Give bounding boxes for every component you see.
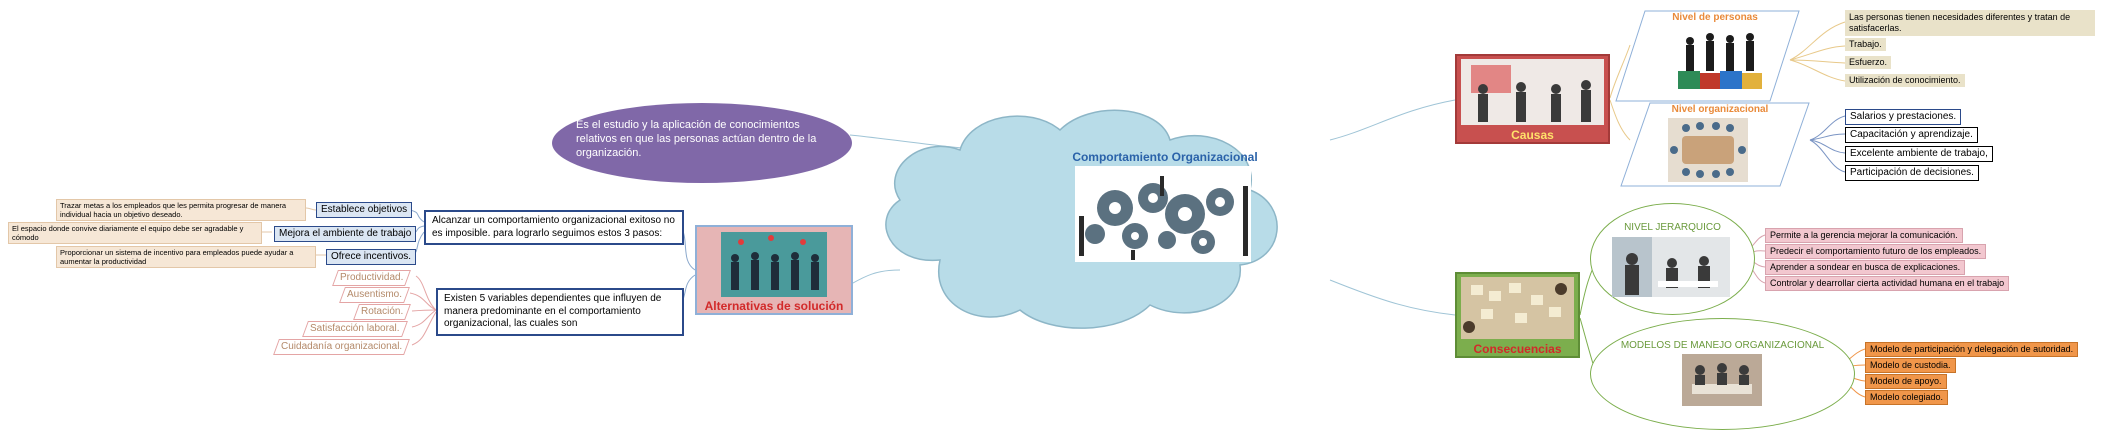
- org-item-1[interactable]: Salarios y prestaciones.: [1845, 109, 1962, 125]
- pasos-box[interactable]: Alcanzar un comportamiento organizaciona…: [424, 210, 684, 245]
- variable-ciudadania[interactable]: Cuidadanía organizacional.: [273, 339, 411, 355]
- modelos-item-4[interactable]: Modelo colegiado.: [1865, 390, 1949, 405]
- paso-note-incentivos: Proporcionar un sistema de incentivo par…: [56, 246, 316, 268]
- meeting-table-photo: [1668, 118, 1748, 182]
- paso-note-ambiente: El espacio donde convive diariamente el …: [8, 222, 262, 244]
- paso-establece-objetivos[interactable]: Establece objetivos: [316, 202, 413, 218]
- definition-text: Es el estudio y la aplicación de conocim…: [576, 119, 817, 159]
- jerarquico-item-4[interactable]: Controlar y dearrollar cierta actividad …: [1765, 276, 2010, 291]
- consecuencias-node[interactable]: Consecuencias: [1455, 272, 1580, 358]
- org-item-4[interactable]: Participación de decisiones.: [1845, 165, 1979, 181]
- causas-label: Causas: [1511, 128, 1554, 142]
- modelos-item-2[interactable]: Modelo de custodia.: [1865, 358, 1956, 373]
- nivel-personas-label[interactable]: Nivel de personas: [1672, 12, 1758, 23]
- causas-node[interactable]: Causas: [1455, 54, 1610, 144]
- puzzle-people-photo: [1670, 27, 1770, 95]
- jerarquico-item-2[interactable]: Predecir el comportamiento futuro de los…: [1765, 244, 1987, 259]
- variables-box[interactable]: Existen 5 variables dependientes que inf…: [436, 288, 684, 336]
- office-meeting-photo: [1612, 237, 1730, 297]
- definition-ellipse[interactable]: [552, 103, 852, 183]
- personas-item-4[interactable]: Utilización de conocimiento.: [1845, 74, 1965, 87]
- consecuencias-label: Consecuencias: [1473, 342, 1562, 356]
- variable-satisfaccion[interactable]: Satisfacción laboral.: [302, 321, 408, 337]
- variable-rotacion-text: Rotación.: [361, 306, 404, 317]
- jerarquico-item-1[interactable]: Permite a la gerencia mejorar la comunic…: [1765, 228, 1963, 243]
- personas-item-1[interactable]: Las personas tienen necesidades diferent…: [1845, 10, 2095, 36]
- presentation-photo: [1461, 59, 1604, 125]
- paso-note-objetivos: Trazar metas a los empleados que les per…: [56, 199, 306, 221]
- paso-ofrece-incentivos[interactable]: Ofrece incentivos.: [326, 249, 417, 265]
- variable-satisfaccion-text: Satisfacción laboral.: [310, 323, 400, 334]
- variable-productividad[interactable]: Productividad.: [332, 270, 412, 286]
- variable-ausentismo-text: Ausentismo.: [347, 289, 403, 300]
- gears-teamwork-photo: [1075, 166, 1251, 262]
- team-meeting-photo: [1682, 354, 1762, 406]
- paso-mejora-ambiente[interactable]: Mejora el ambiente de trabajo: [274, 226, 417, 242]
- variable-rotacion[interactable]: Rotación.: [353, 304, 412, 320]
- alternativas-node[interactable]: Alternativas de solución: [695, 225, 853, 315]
- variable-productividad-text: Productividad.: [340, 272, 404, 283]
- variable-ausentismo[interactable]: Ausentismo.: [339, 287, 410, 303]
- org-item-2[interactable]: Capacitación y aprendizaje.: [1845, 127, 1978, 143]
- variable-ciudadania-text: Cuidadanía organizacional.: [281, 341, 403, 352]
- personas-item-3[interactable]: Esfuerzo.: [1845, 56, 1892, 69]
- nivel-organizacional-label[interactable]: Nivel organizacional: [1671, 104, 1769, 115]
- modelos-label: MODELOS DE MANEJO ORGANIZACIONAL: [1620, 340, 1825, 351]
- alternativas-label: Alternativas de solución: [704, 299, 844, 313]
- org-item-3[interactable]: Excelente ambiente de trabajo,: [1845, 146, 1993, 162]
- nivel-jerarquico-label: NIVEL JERARQUICO: [1624, 222, 1721, 233]
- modelos-item-3[interactable]: Modelo de apoyo.: [1865, 374, 1947, 389]
- modelos-item-1[interactable]: Modelo de participación y delegación de …: [1865, 342, 2079, 357]
- jerarquico-item-3[interactable]: Aprender a sondear en busca de explicaci…: [1765, 260, 1966, 275]
- celebrating-team-photo: [721, 232, 827, 297]
- central-title[interactable]: Comportamiento Organizacional: [1072, 150, 1258, 164]
- personas-item-2[interactable]: Trabajo.: [1845, 38, 1886, 51]
- sticky-notes-photo: [1461, 277, 1574, 339]
